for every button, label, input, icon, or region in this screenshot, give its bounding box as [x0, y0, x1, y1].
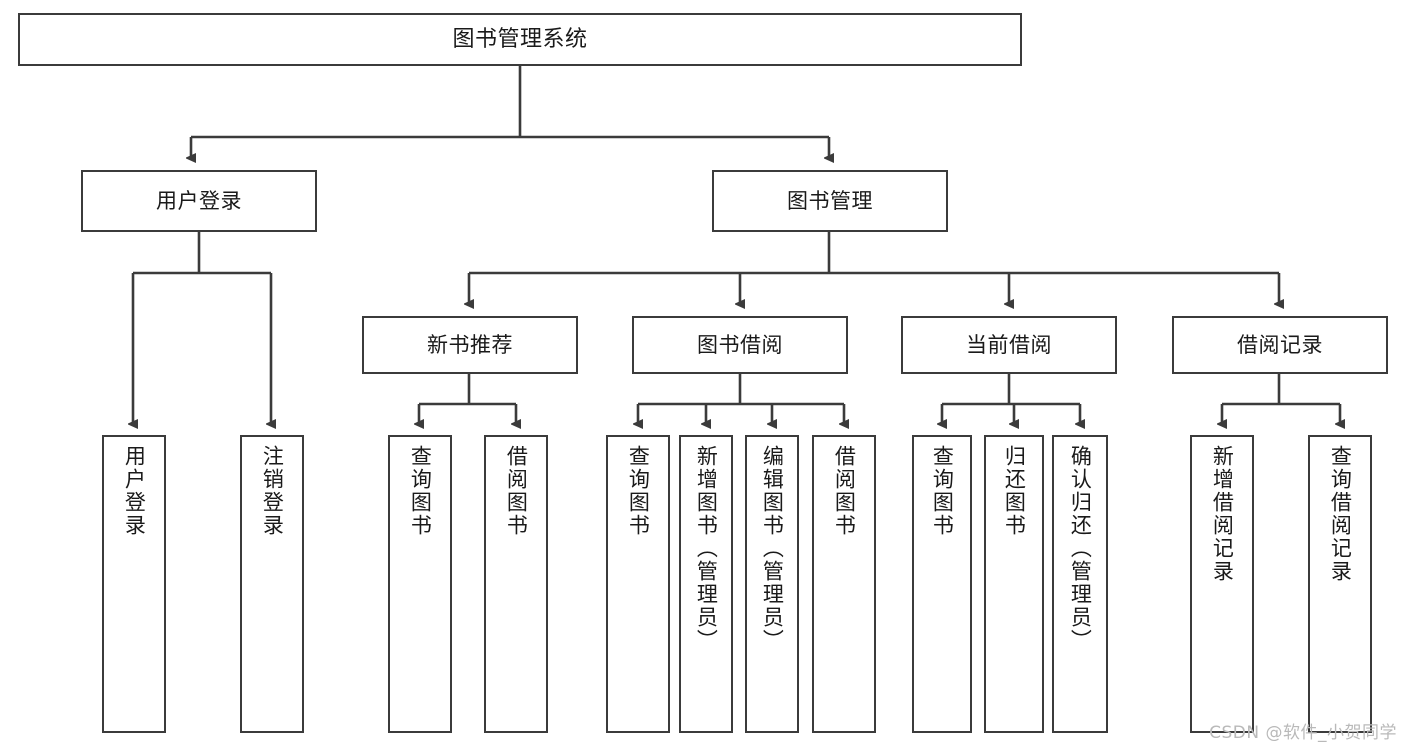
node-leaf-confirm-return-admin[interactable]: 确认归还（管理员） — [1052, 435, 1108, 733]
node-leaf-add-borrow-record[interactable]: 新增借阅记录 — [1190, 435, 1254, 733]
node-current-borrow[interactable]: 当前借阅 — [901, 316, 1117, 374]
node-user-login-label: 用户登录 — [156, 188, 242, 213]
node-book-manage[interactable]: 图书管理 — [712, 170, 948, 232]
node-leaf-logout-login[interactable]: 注销登录 — [240, 435, 304, 733]
node-leaf-add-book-admin[interactable]: 新增图书（管理员） — [679, 435, 733, 733]
node-borrow-record-label: 借阅记录 — [1237, 332, 1323, 357]
node-leaf-add-book-admin-label: 新增图书（管理员） — [694, 445, 719, 652]
node-leaf-borrow-book-rec-label: 借阅图书 — [504, 445, 529, 537]
node-leaf-return-book[interactable]: 归还图书 — [984, 435, 1044, 733]
node-leaf-return-book-label: 归还图书 — [1002, 445, 1027, 537]
node-book-borrow[interactable]: 图书借阅 — [632, 316, 848, 374]
node-root[interactable]: 图书管理系统 — [18, 13, 1022, 66]
node-book-borrow-label: 图书借阅 — [697, 332, 783, 357]
node-book-manage-label: 图书管理 — [787, 188, 873, 213]
node-leaf-borrow-book[interactable]: 借阅图书 — [812, 435, 876, 733]
node-leaf-add-borrow-record-label: 新增借阅记录 — [1210, 445, 1235, 583]
node-current-borrow-label: 当前借阅 — [966, 332, 1052, 357]
node-leaf-query-borrow-record-label: 查询借阅记录 — [1328, 445, 1353, 583]
node-leaf-logout-login-label: 注销登录 — [260, 445, 285, 537]
node-leaf-query-book-borrow-label: 查询图书 — [626, 445, 651, 537]
node-user-login[interactable]: 用户登录 — [81, 170, 317, 232]
node-leaf-borrow-book-rec[interactable]: 借阅图书 — [484, 435, 548, 733]
node-new-book-rec-label: 新书推荐 — [427, 332, 513, 357]
node-leaf-edit-book-admin[interactable]: 编辑图书（管理员） — [745, 435, 799, 733]
node-leaf-borrow-book-label: 借阅图书 — [832, 445, 857, 537]
node-leaf-query-borrow-record[interactable]: 查询借阅记录 — [1308, 435, 1372, 733]
node-leaf-user-login-label: 用户登录 — [122, 445, 147, 537]
node-new-book-rec[interactable]: 新书推荐 — [362, 316, 578, 374]
node-leaf-edit-book-admin-label: 编辑图书（管理员） — [760, 445, 785, 652]
node-leaf-confirm-return-admin-label: 确认归还（管理员） — [1068, 445, 1093, 652]
node-leaf-query-book-borrow[interactable]: 查询图书 — [606, 435, 670, 733]
node-borrow-record[interactable]: 借阅记录 — [1172, 316, 1388, 374]
node-leaf-query-book-rec[interactable]: 查询图书 — [388, 435, 452, 733]
node-leaf-query-book-current[interactable]: 查询图书 — [912, 435, 972, 733]
node-leaf-query-book-current-label: 查询图书 — [930, 445, 955, 537]
node-root-label: 图书管理系统 — [452, 26, 588, 52]
node-leaf-query-book-rec-label: 查询图书 — [408, 445, 433, 537]
node-leaf-user-login[interactable]: 用户登录 — [102, 435, 166, 733]
